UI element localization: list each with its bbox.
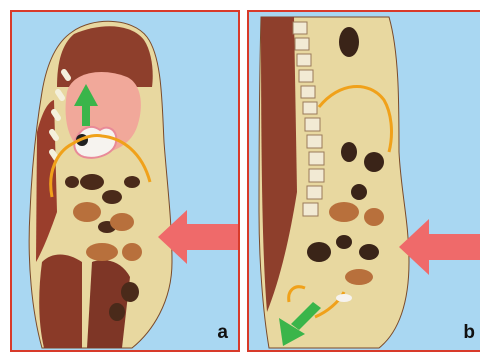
anatomy-section-a: [12, 12, 238, 350]
red-arrow: [399, 219, 480, 275]
anatomy-section-b: [249, 12, 480, 350]
panel-a: a: [10, 10, 240, 352]
panel-label: a: [217, 322, 228, 344]
panel-label: b: [463, 322, 475, 344]
panel-b: b: [247, 10, 480, 352]
